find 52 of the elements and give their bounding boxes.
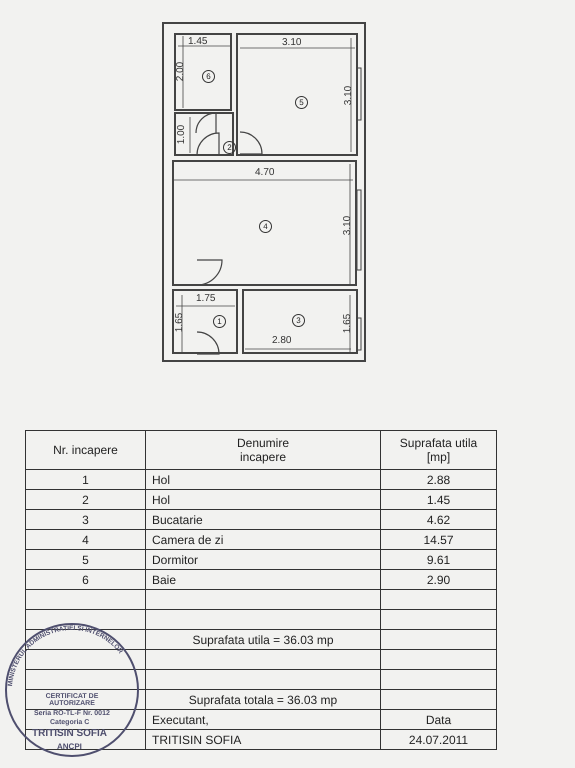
table-text: 2.88 (426, 472, 450, 486)
dimension-label: 1.65 (174, 312, 186, 332)
table-text: 9.61 (426, 552, 450, 566)
column-header: Denumire incapere (236, 436, 290, 464)
table-text: Bucatarie (152, 512, 203, 526)
column-header: Nr. incapere (52, 443, 119, 457)
table-text: Data (426, 712, 452, 726)
room-number: 6 (202, 70, 215, 83)
table-text: 3 (82, 512, 89, 526)
room-outline (236, 33, 358, 156)
room-number: 5 (295, 96, 308, 109)
dimension-label: 2.00 (175, 62, 186, 82)
room-number: 1 (213, 315, 226, 328)
table-text: 6 (82, 572, 89, 586)
table-text: 1.45 (426, 492, 450, 506)
table-text: 4.62 (426, 512, 450, 526)
stamp-text: ANCPI (57, 742, 82, 751)
table-text: Hol (152, 472, 170, 486)
dimension-label: 4.70 (255, 167, 274, 178)
stamp-text: TRITISIN SOFIA (32, 728, 107, 739)
column-header: Suprafata utila [mp] (398, 436, 478, 464)
table-text: Dormitor (152, 552, 198, 566)
table-text: 2 (82, 492, 89, 506)
dimension-label: 3.10 (342, 216, 354, 236)
table-text: 24.07.2011 (408, 732, 468, 746)
table-text: Suprafata utila = 36.03 mp (192, 632, 334, 646)
dimension-label: 3.10 (282, 37, 302, 48)
room-outline (174, 33, 232, 111)
table-text: Camera de zi (152, 532, 224, 546)
room-outline (174, 112, 234, 156)
table-text: 14.57 (423, 532, 454, 546)
table-text: TRITISIN SOFIA (152, 732, 242, 746)
dimension-label: 1.65 (342, 314, 354, 334)
dimension-label: 3.10 (343, 86, 354, 106)
dimension-label: 1.45 (188, 36, 208, 47)
room-outline (172, 160, 357, 286)
dimension-label: 1.00 (176, 124, 188, 144)
table-text: Baie (152, 572, 176, 586)
room-number: 2 (223, 141, 236, 154)
room-number: 4 (259, 220, 272, 233)
room-number: 3 (292, 314, 305, 327)
room-outline (172, 289, 238, 354)
table-text: 1 (82, 472, 89, 486)
table-text: 5 (82, 552, 89, 566)
dimension-label: 1.75 (196, 293, 216, 304)
room-outline (242, 289, 358, 354)
table-text: Suprafata totala = 36.03 mp (188, 692, 338, 706)
table-text: 2.90 (426, 572, 450, 586)
table-text: 4 (82, 532, 89, 546)
table-text: Hol (152, 492, 170, 506)
dimension-label: 2.80 (272, 335, 292, 346)
table-text: Executant, (152, 712, 209, 726)
